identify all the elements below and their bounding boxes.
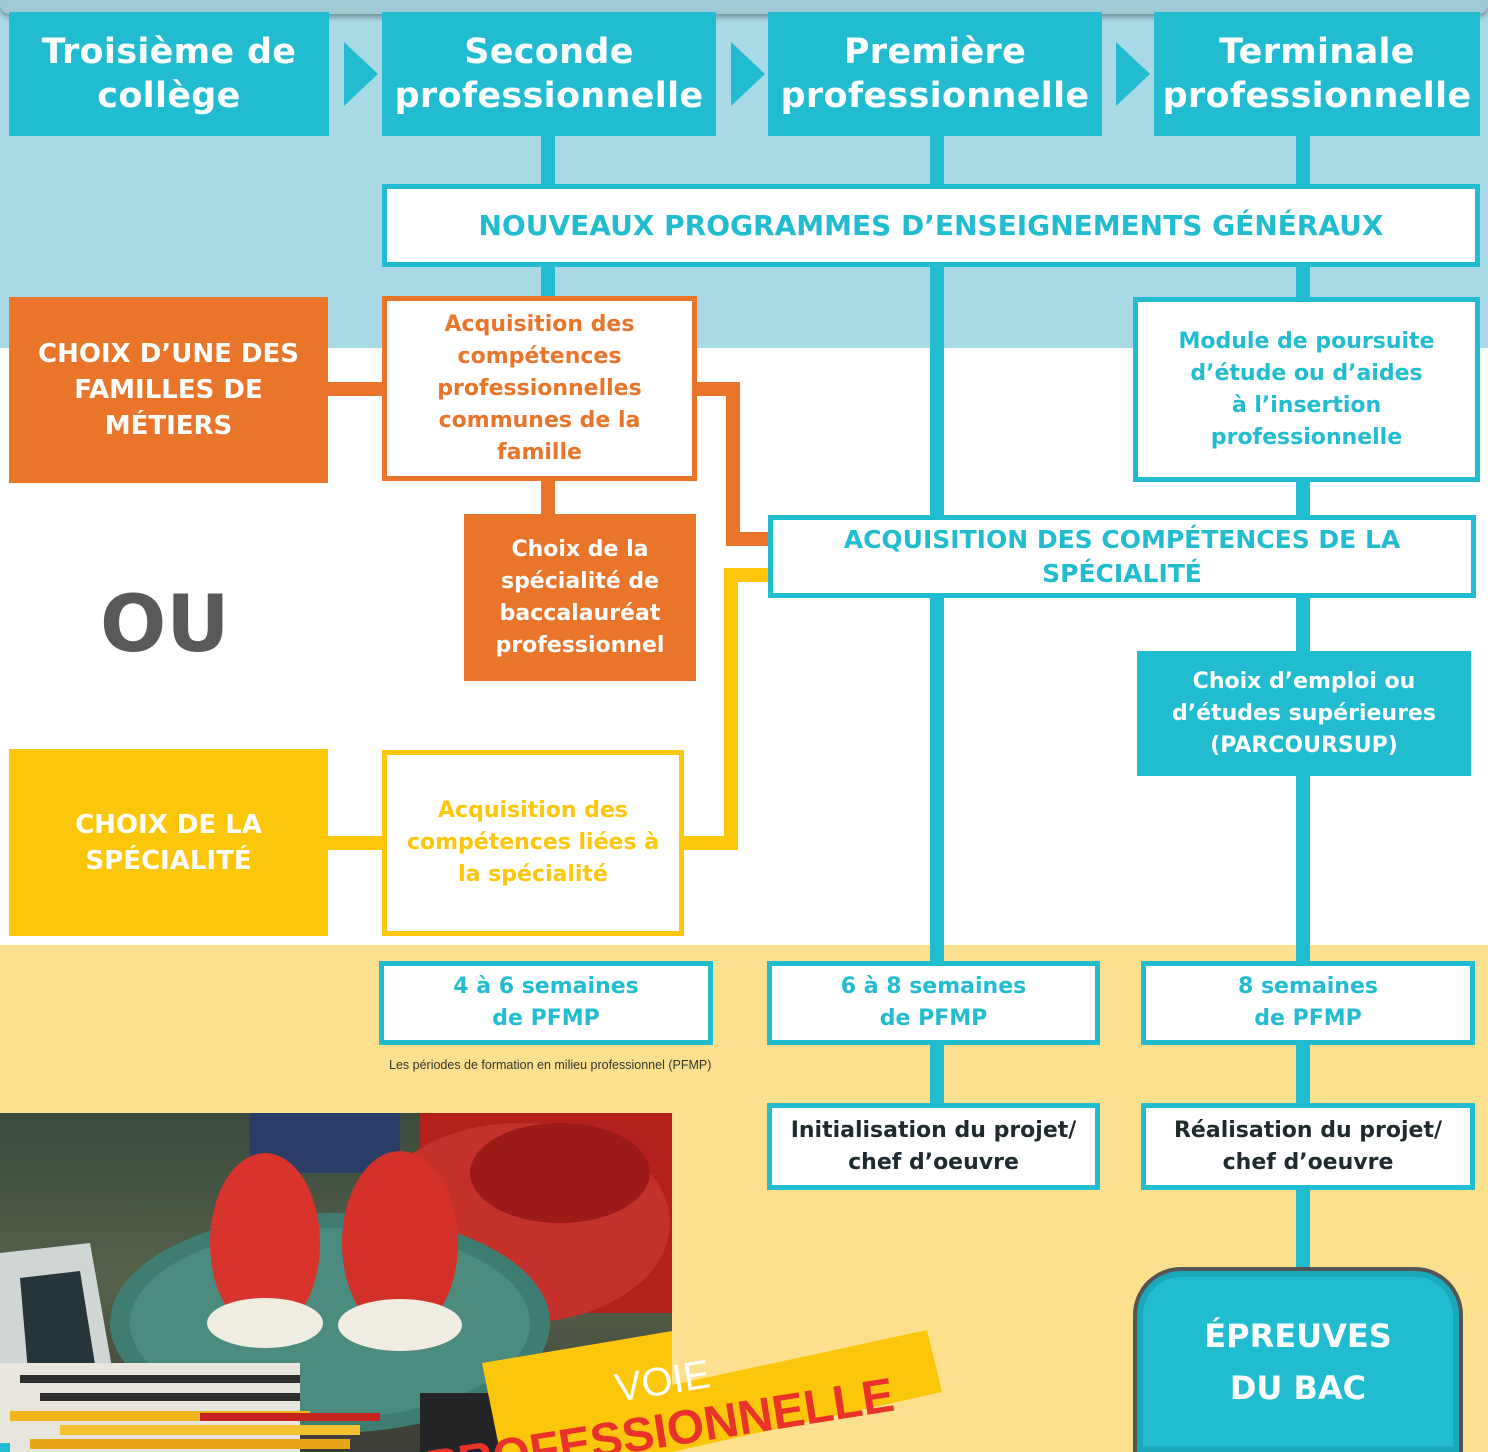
module-poursuite-line: à l’insertion <box>1231 392 1382 418</box>
banner-line1: VOIE <box>612 1352 672 1410</box>
connector-line <box>930 135 944 185</box>
pfmp-line1: 6 à 8 semaines <box>840 974 1027 999</box>
year-label-line2: professionnelle <box>780 76 1090 116</box>
pfmp-seconde-box: 4 à 6 semaines de PFMP <box>379 961 713 1045</box>
choix-emploi-box: Choix d’emploi ou d’études supérieures (… <box>1137 651 1471 776</box>
choix-emploi-line: (PARCOURSUP) <box>1210 732 1398 758</box>
projet-line1: Réalisation du projet/ <box>1173 1117 1443 1143</box>
choix-famille-line: FAMILLES DE <box>74 375 263 405</box>
projet-line1: Initialisation du projet/ <box>790 1117 1077 1143</box>
choix-famille-box: CHOIX D’UNE DES FAMILLES DE MÉTIERS <box>9 297 328 483</box>
acquisition-competences-line: SPÉCIALITÉ <box>1042 558 1202 588</box>
acquisition-competences-specialite-box: ACQUISITION DES COMPÉTENCES DE LA SPÉCIA… <box>768 515 1476 598</box>
year-label-line1: Terminale <box>1219 32 1415 72</box>
module-poursuite-line: Module de poursuite <box>1178 328 1435 354</box>
projet-initialisation-box: Initialisation du projet/ chef d’oeuvre <box>767 1103 1100 1190</box>
choix-specialite-bac-line: spécialité de <box>500 568 660 594</box>
acquisition-specialite-line: Acquisition des <box>438 798 628 823</box>
acquisition-famille-line: famille <box>497 439 582 465</box>
choix-specialite-bac-line: baccalauréat <box>499 600 661 626</box>
pfmp-line2: de PFMP <box>1254 1006 1362 1031</box>
year-label-line1: Première <box>843 32 1027 72</box>
year-label-line2: professionnelle <box>394 76 704 116</box>
connector-line <box>724 568 738 850</box>
acquisition-famille-box: Acquisition des compétences professionne… <box>382 296 697 481</box>
pfmp-note: Les périodes de formation en milieu prof… <box>389 1058 712 1072</box>
connector-line <box>328 836 384 850</box>
programmes-box: NOUVEAUX PROGRAMMES D’ENSEIGNEMENTS GÉNÉ… <box>382 184 1480 267</box>
top-bar <box>0 0 1488 14</box>
acquisition-specialite-line: compétences liées à <box>406 830 660 855</box>
choix-emploi-line: Choix d’emploi ou <box>1192 668 1416 694</box>
module-poursuite-line: d’étude ou d’aides <box>1190 360 1423 386</box>
module-poursuite-line: professionnelle <box>1210 424 1403 450</box>
year-premiere: Première professionnelle <box>768 12 1102 136</box>
arrow-right-icon <box>344 42 378 106</box>
pfmp-terminale-box: 8 semaines de PFMP <box>1141 961 1475 1045</box>
arrow-right-icon <box>1116 42 1150 106</box>
projet-realisation-box: Réalisation du projet/ chef d’oeuvre <box>1141 1103 1475 1190</box>
connector-line <box>726 382 740 546</box>
acquisition-famille-line: professionnelles <box>437 375 642 401</box>
choix-specialite-bac-line: professionnel <box>495 632 665 658</box>
acquisition-specialite-line: la spécialité <box>458 862 608 887</box>
choix-specialite-box: CHOIX DE LA SPÉCIALITÉ <box>9 749 328 936</box>
pfmp-line2: de PFMP <box>879 1006 988 1031</box>
projet-line2: chef d’oeuvre <box>848 1149 1019 1175</box>
acquisition-famille-line: compétences <box>457 343 622 369</box>
projet-line2: chef d’oeuvre <box>1222 1149 1394 1175</box>
pfmp-line1: 8 semaines <box>1238 974 1378 999</box>
acquisition-famille-line: communes de la <box>438 407 641 433</box>
module-poursuite-box: Module de poursuite d’étude ou d’aides à… <box>1133 297 1480 482</box>
pfmp-line2: de PFMP <box>492 1006 600 1031</box>
acquisition-specialite-box: Acquisition des compétences liées à la s… <box>382 750 684 936</box>
photo-illustration <box>0 1113 672 1452</box>
year-label-line1: Seconde <box>464 32 634 72</box>
ou-label: OU <box>100 580 230 670</box>
connector-line <box>1296 1043 1310 1103</box>
choix-famille-line: CHOIX D’UNE DES <box>38 339 299 369</box>
pfmp-line1: 4 à 6 semaines <box>453 974 639 999</box>
connector-line <box>1296 135 1310 185</box>
connector-line <box>724 568 772 582</box>
pfmp-premiere-box: 6 à 8 semaines de PFMP <box>767 961 1100 1045</box>
year-label-line2: professionnelle <box>1162 76 1472 116</box>
connector-line <box>541 265 555 300</box>
epreuves-bac-box: ÉPREUVES DU BAC <box>1133 1267 1463 1452</box>
year-terminale: Terminale professionnelle <box>1154 12 1480 136</box>
connector-line <box>541 135 555 185</box>
connector-line <box>1296 1188 1310 1273</box>
choix-specialite-bac-line: Choix de la <box>511 536 649 562</box>
connector-line <box>328 382 384 396</box>
banner-strip-graphic: VOIE PROFESSIONNELLE <box>672 1330 942 1452</box>
programmes-label: NOUVEAUX PROGRAMMES D’ENSEIGNEMENTS GÉNÉ… <box>478 209 1384 242</box>
year-label-line1: Troisième de <box>41 32 297 72</box>
choix-emploi-line: d’études supérieures <box>1172 700 1436 726</box>
acquisition-famille-line: Acquisition des <box>444 311 635 337</box>
banner-text-layer: VOIE PROFESSIONNELLE <box>423 1352 672 1452</box>
choix-specialite-line: SPÉCIALITÉ <box>85 845 252 876</box>
connector-line <box>726 532 772 546</box>
year-troisieme: Troisième de collège <box>9 12 329 136</box>
year-label-line2: collège <box>97 76 241 116</box>
epreuves-line: ÉPREUVES <box>1204 1316 1392 1355</box>
choix-famille-line: MÉTIERS <box>104 411 233 441</box>
epreuves-line: DU BAC <box>1229 1368 1367 1407</box>
year-seconde: Seconde professionnelle <box>382 12 716 136</box>
banner-strip: VOIE PROFESSIONNELLE <box>672 1330 942 1452</box>
photo-sneakers-image: VOIE PROFESSIONNELLE <box>0 1113 672 1452</box>
connector-line <box>930 1043 944 1103</box>
acquisition-competences-line: ACQUISITION DES COMPÉTENCES DE LA <box>843 524 1401 554</box>
choix-specialite-line: CHOIX DE LA <box>75 809 262 840</box>
choix-specialite-bac-box: Choix de la spécialité de baccalauréat p… <box>464 514 696 681</box>
connector-line <box>930 265 944 965</box>
connector-line <box>541 480 555 518</box>
arrow-right-icon <box>731 42 765 106</box>
